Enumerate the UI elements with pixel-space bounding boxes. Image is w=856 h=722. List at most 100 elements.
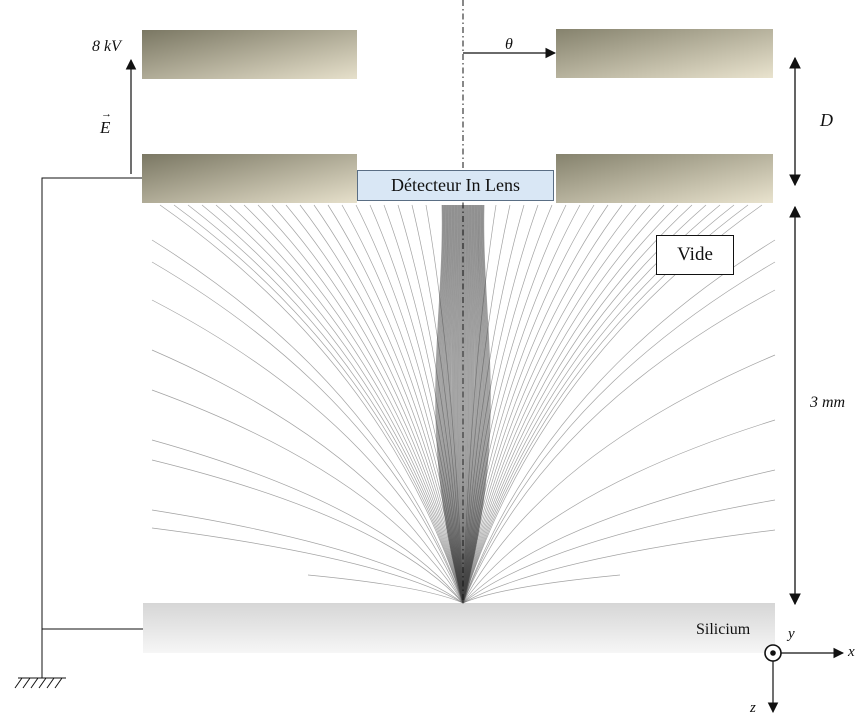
trajectory-line bbox=[440, 204, 464, 604]
trajectory-line bbox=[462, 204, 472, 604]
trajectory-line bbox=[462, 204, 484, 604]
trajectory-line bbox=[462, 204, 477, 604]
trajectory-line bbox=[151, 349, 464, 604]
trajectory-line bbox=[450, 204, 464, 604]
trajectory-line bbox=[243, 204, 464, 604]
trajectory-line bbox=[151, 239, 464, 604]
trajectory-line bbox=[435, 204, 464, 604]
trajectory-line bbox=[462, 204, 470, 604]
distance-label: D bbox=[820, 110, 833, 130]
trajectory-line bbox=[446, 204, 464, 604]
trajectory-line bbox=[453, 204, 464, 604]
trajectory-line bbox=[439, 204, 464, 604]
trajectory-line bbox=[444, 204, 464, 604]
trajectory-line bbox=[462, 261, 776, 604]
trajectory-line bbox=[460, 204, 464, 604]
field-vector-arrow-icon: → bbox=[101, 108, 112, 120]
trajectory-line bbox=[462, 469, 776, 604]
trajectory-line bbox=[462, 204, 491, 604]
silicon-label: Silicium bbox=[696, 621, 751, 638]
trajectory-line bbox=[462, 204, 478, 604]
trajectory-line bbox=[151, 527, 464, 604]
trajectory-line bbox=[462, 204, 481, 604]
trajectory-line bbox=[456, 204, 464, 604]
voltage-label: 8 kV bbox=[92, 38, 121, 55]
trajectory-line bbox=[462, 204, 482, 604]
coordinate-axes bbox=[764, 644, 845, 714]
trajectory-line bbox=[442, 204, 464, 604]
trajectory-line bbox=[307, 574, 464, 604]
trajectory-line bbox=[462, 204, 679, 604]
trajectory-line bbox=[455, 204, 464, 604]
axis-x-label: x bbox=[848, 644, 855, 660]
trajectory-line bbox=[437, 204, 464, 604]
trajectory-line bbox=[457, 204, 464, 604]
trajectory-line bbox=[173, 204, 464, 604]
trajectory-line bbox=[462, 204, 471, 604]
trajectory-line bbox=[462, 204, 665, 604]
upper-right-electrode bbox=[556, 29, 773, 78]
trajectory-line bbox=[448, 204, 464, 604]
theta-label: θ bbox=[505, 36, 513, 53]
trajectory-line bbox=[455, 204, 464, 604]
trajectory-line bbox=[445, 204, 464, 604]
trajectory-line bbox=[449, 204, 464, 604]
trajectory-line bbox=[462, 204, 486, 604]
upper-left-electrode bbox=[142, 30, 357, 79]
axis-z-label: z bbox=[750, 700, 756, 716]
trajectory-line bbox=[443, 204, 464, 604]
trajectory-line bbox=[462, 204, 473, 604]
trajectory-line bbox=[462, 204, 693, 604]
trajectory-line bbox=[229, 204, 464, 604]
trajectory-line bbox=[462, 204, 467, 604]
lower-right-electrode bbox=[556, 154, 773, 203]
trajectory-line bbox=[440, 204, 464, 604]
trajectory-line bbox=[159, 204, 464, 604]
trajectory-line bbox=[462, 574, 621, 604]
trajectory-line bbox=[187, 204, 464, 604]
trajectory-line bbox=[462, 204, 475, 604]
field-label: → E bbox=[100, 108, 112, 138]
trajectory-line bbox=[462, 204, 471, 604]
trajectory-line bbox=[462, 419, 776, 604]
trajectory-line bbox=[215, 204, 464, 604]
trajectory-line bbox=[447, 204, 464, 604]
trajectory-line bbox=[459, 204, 464, 604]
trajectory-line bbox=[459, 204, 464, 604]
lower-left-electrode bbox=[142, 154, 357, 203]
trajectory-line bbox=[462, 204, 476, 604]
height-label: 3 mm bbox=[810, 394, 846, 411]
trajectory-line bbox=[462, 354, 776, 604]
trajectory-line bbox=[151, 389, 464, 604]
field-symbol: E bbox=[100, 118, 111, 137]
trajectory-line bbox=[454, 204, 464, 604]
trajectory-line bbox=[451, 204, 464, 604]
trajectory-line bbox=[257, 204, 464, 604]
trajectory-line bbox=[436, 204, 464, 604]
trajectory-line bbox=[201, 204, 464, 604]
trajectory-line bbox=[462, 204, 468, 604]
trajectory-line bbox=[462, 204, 486, 604]
trajectory-line bbox=[462, 204, 479, 604]
trajectory-line bbox=[462, 204, 475, 604]
vacuum-label: Vide bbox=[656, 235, 734, 275]
trajectory-line bbox=[151, 439, 464, 604]
trajectory-line bbox=[461, 204, 464, 604]
trajectory-line bbox=[462, 529, 776, 604]
trajectory-line bbox=[462, 204, 469, 604]
axis-y-label: y bbox=[788, 626, 795, 642]
trajectory-line bbox=[462, 204, 482, 604]
trajectory-line bbox=[271, 204, 464, 604]
ground-symbol bbox=[14, 677, 66, 689]
trajectory-line bbox=[462, 204, 487, 604]
trajectory-line bbox=[462, 204, 483, 604]
trajectory-line bbox=[438, 204, 464, 604]
trajectory-line bbox=[458, 204, 464, 604]
trajectory-line bbox=[441, 204, 464, 604]
trajectory-line bbox=[462, 239, 776, 604]
trajectory-line bbox=[462, 204, 489, 604]
trajectory-line bbox=[452, 204, 464, 604]
trajectory-line bbox=[462, 204, 490, 604]
trajectory-line bbox=[151, 509, 464, 604]
